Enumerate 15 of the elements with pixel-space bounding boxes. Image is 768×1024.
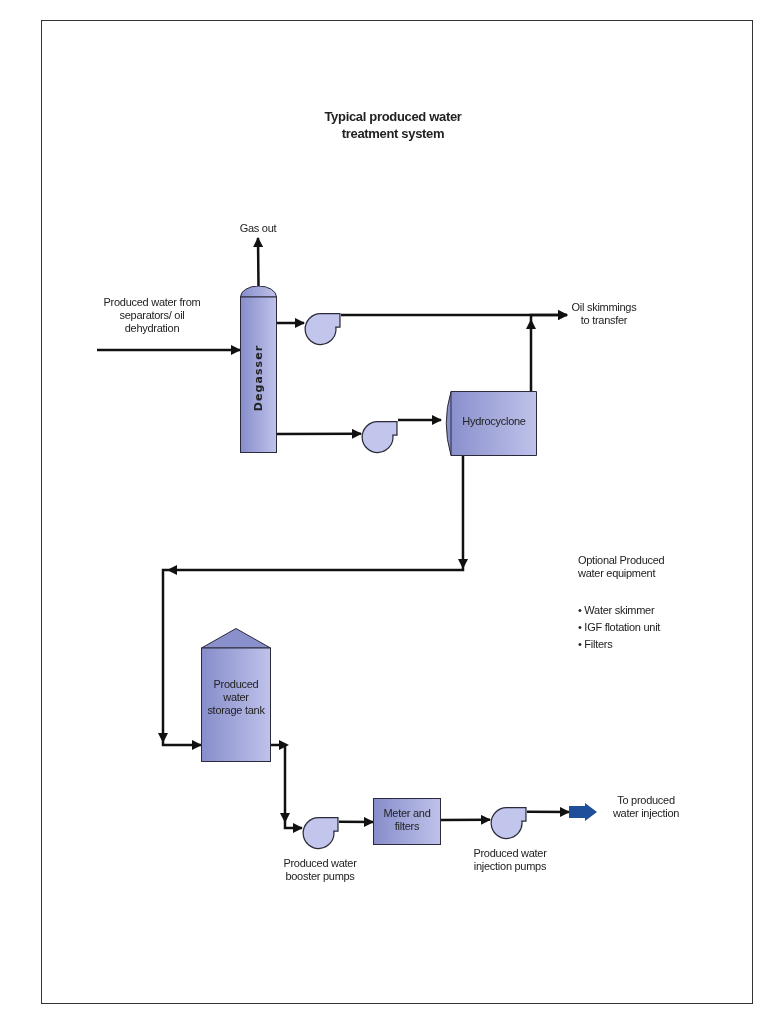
equipment-caption: Produced water booster pumps bbox=[282, 857, 358, 883]
flow-label: Oil skimmings to transfer bbox=[567, 301, 641, 331]
diagram-title: Typical produced water treatment system bbox=[323, 108, 463, 142]
note-item: • IGF flotation unit bbox=[578, 621, 662, 634]
unit-label: Meter and filters bbox=[382, 807, 432, 833]
vessel-label: Hydrocyclone bbox=[461, 415, 527, 428]
note-heading: Optional Produced water equipment bbox=[578, 554, 666, 580]
tank-label: Produced water storage tank bbox=[206, 678, 266, 717]
note-item: • Water skimmer bbox=[578, 604, 656, 617]
note-item: • Filters bbox=[578, 638, 614, 651]
equipment-caption: Produced water injection pumps bbox=[472, 847, 548, 873]
equipment-caption: To produced water injection bbox=[611, 794, 681, 820]
flow-label: Produced water from separators/ oil dehydration bbox=[97, 296, 207, 350]
flow-label: Gas out bbox=[228, 222, 288, 238]
vessel-label: Degasser bbox=[250, 344, 266, 412]
